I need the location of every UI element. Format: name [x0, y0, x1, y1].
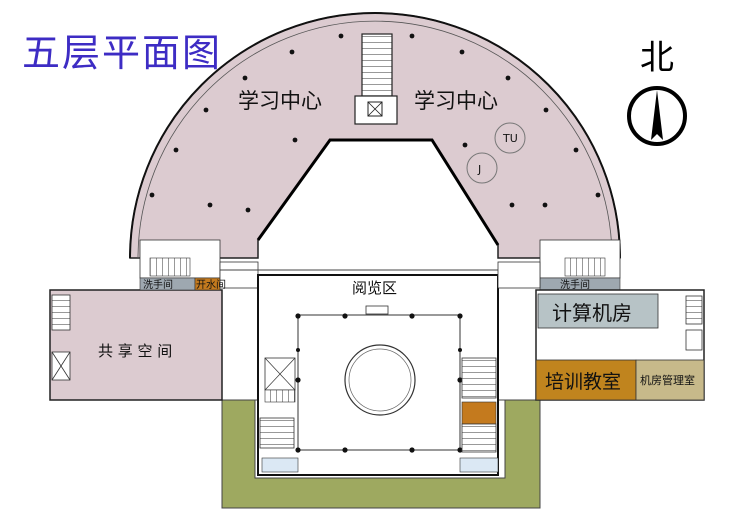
reading-area-label: 阅览区: [352, 279, 397, 297]
j-marker-circle: [466, 152, 498, 184]
left-washroom-label: 洗手间: [143, 278, 173, 291]
study-center-right-label: 学习中心: [414, 89, 498, 113]
computer-room: [537, 293, 659, 329]
shared-space: [49, 289, 223, 401]
page-title: 五层平面图: [22, 31, 223, 75]
central-atrium: [344, 344, 416, 416]
right-service: [461, 401, 497, 425]
tu-marker-circle: [494, 122, 526, 154]
study-center-left-label: 学习中心: [238, 89, 322, 113]
arc-columns: [149, 33, 601, 213]
outer-arc: [129, 12, 621, 259]
central-stair: [361, 33, 393, 97]
atrium-void: [256, 138, 500, 246]
admin-room-label: 机房管理室: [640, 373, 695, 387]
north-compass-icon: [627, 86, 687, 146]
computer-room-label: 计算机房: [552, 301, 632, 325]
j-marker: J: [477, 163, 481, 176]
training-room: [535, 359, 637, 401]
right-stair: [685, 295, 703, 325]
tu-marker: TU: [502, 132, 518, 145]
left-stair: [51, 294, 71, 331]
training-room-label: 培训教室: [545, 371, 621, 393]
admin-room: [635, 359, 705, 401]
inner-columns: [295, 313, 463, 453]
inner-arc: [137, 20, 613, 259]
water-room-label: 开水间: [196, 278, 226, 291]
shared-space-label: 共 享 空 间: [98, 342, 172, 360]
north-label: 北: [640, 38, 674, 78]
right-washroom-label: 洗手间: [560, 278, 590, 291]
left-inner-stair: [259, 417, 295, 449]
right-inner-stair: [461, 357, 497, 399]
